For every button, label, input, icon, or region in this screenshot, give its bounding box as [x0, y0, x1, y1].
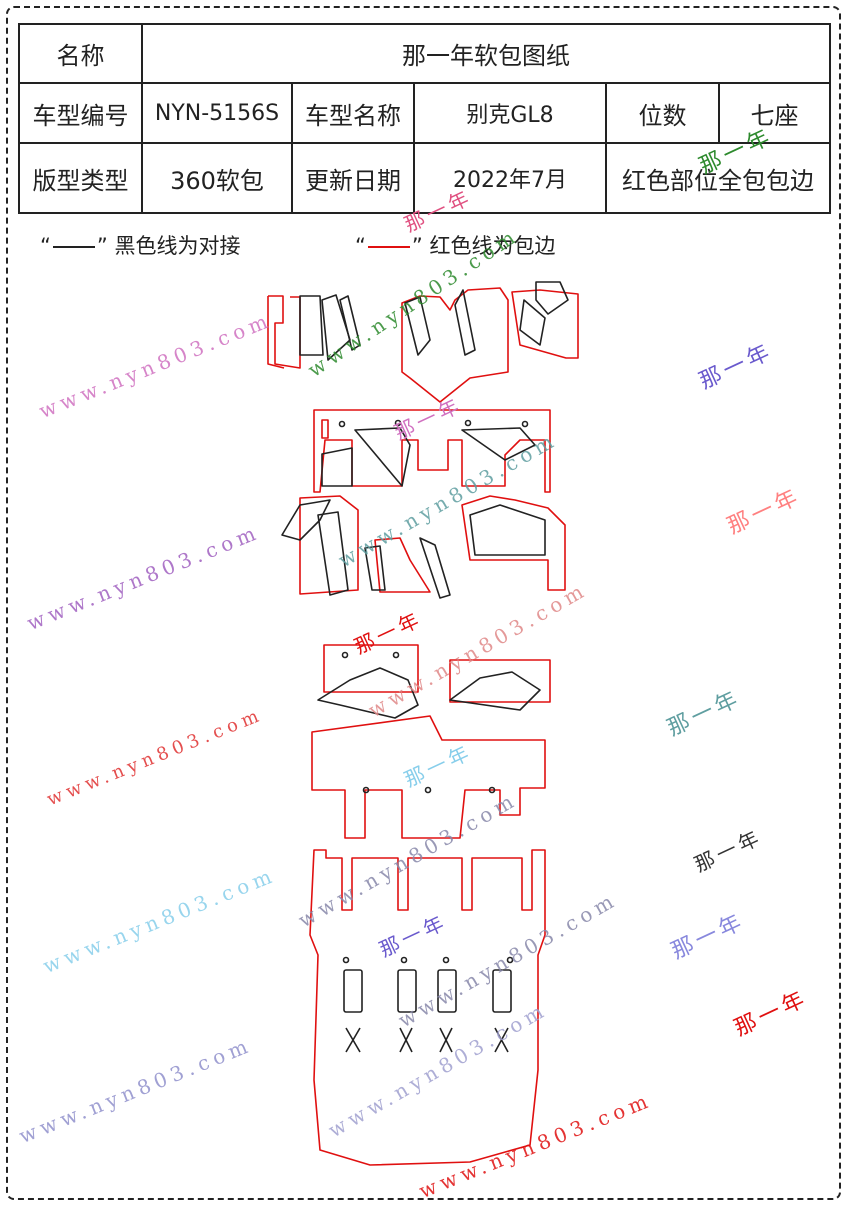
tunnel-piece: [401, 287, 509, 403]
spec-table: 名称 那一年软包图纸 车型编号 NYN-5156S 车型名称 别克GL8 位数 …: [18, 23, 831, 214]
page-border: [6, 6, 841, 1200]
black-line-swatch: [52, 246, 95, 248]
update-date-value: 2022年7月: [413, 142, 607, 214]
legend-red-text: 红色线为包边: [429, 234, 556, 258]
model-name-label: 车型名称: [291, 82, 415, 144]
second-row-mat: [311, 644, 551, 839]
seats-label: 位数: [605, 82, 720, 144]
pattern-type-value: 360软包: [141, 142, 293, 214]
red-line-swatch: [367, 246, 410, 248]
binding-note: 红色部位全包包边: [605, 142, 831, 214]
pattern-type-label: 版型类型: [18, 142, 143, 214]
legend-black-text: 黑色线为对接: [114, 234, 241, 258]
seats-value: 七座: [718, 82, 831, 144]
dash-piece-right: [511, 281, 579, 359]
front-floor-mat: [313, 409, 551, 493]
legend-red: “” 红色线为包边: [355, 234, 556, 258]
model-code-value: NYN-5156S: [141, 82, 293, 144]
front-side-pieces: [281, 495, 566, 599]
name-label: 名称: [18, 23, 143, 84]
model-name-value: 别克GL8: [413, 82, 607, 144]
drawing-title: 那一年软包图纸: [141, 23, 831, 84]
update-date-label: 更新日期: [291, 142, 415, 214]
rear-trunk-mat: [309, 849, 546, 1166]
model-code-label: 车型编号: [18, 82, 143, 144]
dash-piece-left: [267, 294, 361, 369]
legend-black: “” 黑色线为对接: [40, 234, 241, 258]
